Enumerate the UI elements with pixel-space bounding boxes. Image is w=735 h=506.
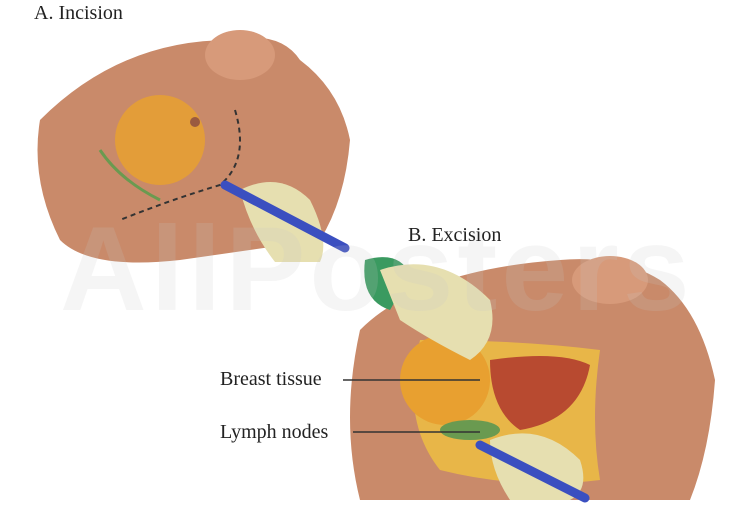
panel-a-title: A. Incision (34, 2, 123, 24)
breast-tissue-label: Breast tissue (220, 368, 322, 390)
lymph-nodes-b (440, 420, 500, 440)
panel-b-title: B. Excision (408, 224, 502, 246)
lymph-vessels-a (98, 149, 161, 202)
panel-b-hands (364, 257, 590, 503)
incision-line (119, 109, 241, 221)
breast-tissue-a (115, 95, 205, 185)
scalpel-a (220, 180, 350, 253)
lymph-nodes-label: Lymph nodes (220, 421, 329, 443)
panel-a-hand-scalpel (220, 180, 350, 262)
pectoral-muscle (490, 356, 590, 430)
nipple (190, 117, 200, 127)
scalpel-b (475, 440, 590, 503)
watermark: AllPosters (60, 202, 694, 336)
